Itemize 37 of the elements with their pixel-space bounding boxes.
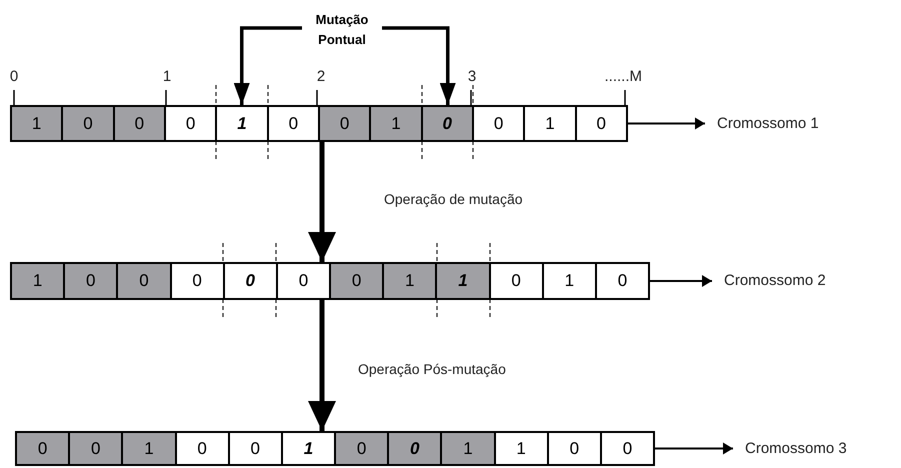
scale-label: 2 [316, 68, 326, 86]
arrow [382, 26, 456, 105]
chromosome-label: Cromossomo 1 [705, 113, 835, 135]
bit-cell: 1 [435, 264, 489, 298]
chromosome-label: Cromossomo 3 [733, 438, 863, 460]
bit-cell: 0 [334, 433, 388, 464]
bit-cell: 1 [12, 264, 64, 298]
bit-cell: 1 [382, 264, 436, 298]
arrow [234, 26, 302, 105]
bit-cell: 0 [116, 264, 170, 298]
chromosome-bar [15, 431, 655, 466]
arrow [308, 142, 336, 262]
scale-label: 3 [468, 68, 476, 86]
arrow [655, 442, 733, 454]
bit-cell: 1 [12, 107, 62, 140]
bit-cell: 0 [420, 107, 472, 140]
bit-cell: 0 [63, 264, 116, 298]
mutation-caption: Mutação Pontual [302, 8, 382, 52]
bit-cell: 1 [121, 433, 175, 464]
chromosome-bar [10, 105, 628, 142]
arrow [650, 275, 712, 287]
bit-cell: 0 [61, 107, 113, 140]
arrow [308, 300, 336, 431]
bit-cell: 1 [440, 433, 494, 464]
bit-cell: 0 [329, 264, 382, 298]
chromosome-bar [10, 262, 650, 300]
bit-cell: 0 [68, 433, 122, 464]
bit-cell: 1 [369, 107, 421, 140]
bit-cell: 0 [318, 107, 370, 140]
bit-cell: 0 [387, 433, 440, 464]
scale-label: ......M [604, 68, 642, 86]
chromosome-label: Cromossomo 2 [712, 270, 842, 292]
bit-cell: 0 [17, 433, 68, 464]
scale-label: 0 [10, 68, 18, 86]
arrow [628, 118, 705, 130]
bit-cell: 0 [112, 107, 164, 140]
scale-label: 1 [162, 68, 172, 86]
